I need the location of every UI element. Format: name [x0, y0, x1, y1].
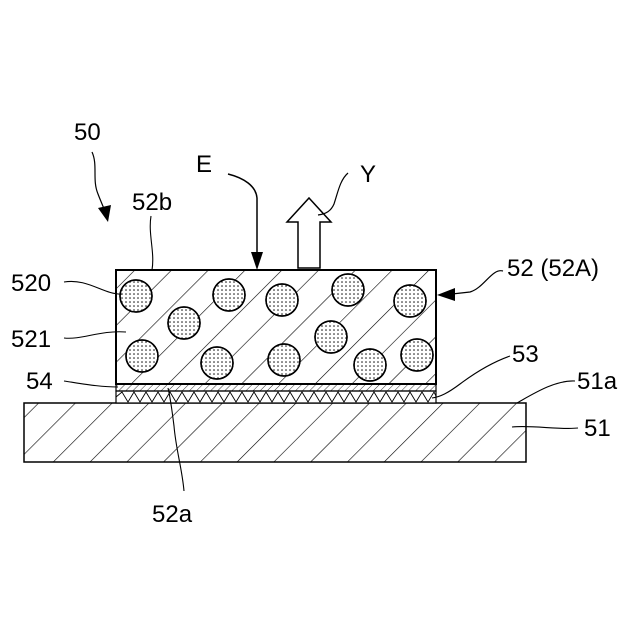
particle	[201, 347, 233, 379]
label-53: 53	[512, 341, 539, 368]
leader-52b	[150, 216, 153, 270]
label-521: 521	[11, 326, 51, 353]
particle	[120, 280, 152, 312]
particle	[168, 307, 200, 339]
particle	[332, 274, 364, 306]
label-y: Y	[360, 161, 376, 188]
particle	[213, 279, 245, 311]
substrate	[24, 403, 526, 462]
particle	[126, 340, 158, 372]
leader-520	[64, 281, 122, 294]
label-520: 520	[11, 270, 51, 297]
particle	[315, 321, 347, 353]
label-52a: 52a	[152, 501, 193, 528]
particle	[268, 344, 300, 376]
particle	[401, 339, 433, 371]
label-50: 50	[74, 119, 101, 146]
label-51: 51	[584, 415, 611, 442]
label-51a: 51a	[577, 368, 618, 395]
conversion-layer	[116, 270, 436, 384]
layer-arrow	[437, 271, 503, 301]
leader-51a	[517, 381, 575, 403]
thin-film-54	[116, 384, 436, 391]
particle	[266, 284, 298, 316]
label-52-52a: 52 (52A)	[507, 255, 599, 282]
particle	[394, 285, 426, 317]
incident-arrow	[228, 174, 263, 270]
label-e: E	[196, 151, 212, 178]
leader-54	[64, 381, 118, 387]
particle	[354, 349, 386, 381]
device-arrow	[92, 152, 111, 222]
label-54: 54	[26, 368, 53, 395]
leader-53	[432, 356, 510, 398]
emitted-arrow	[287, 173, 348, 268]
label-52b: 52b	[132, 189, 172, 216]
